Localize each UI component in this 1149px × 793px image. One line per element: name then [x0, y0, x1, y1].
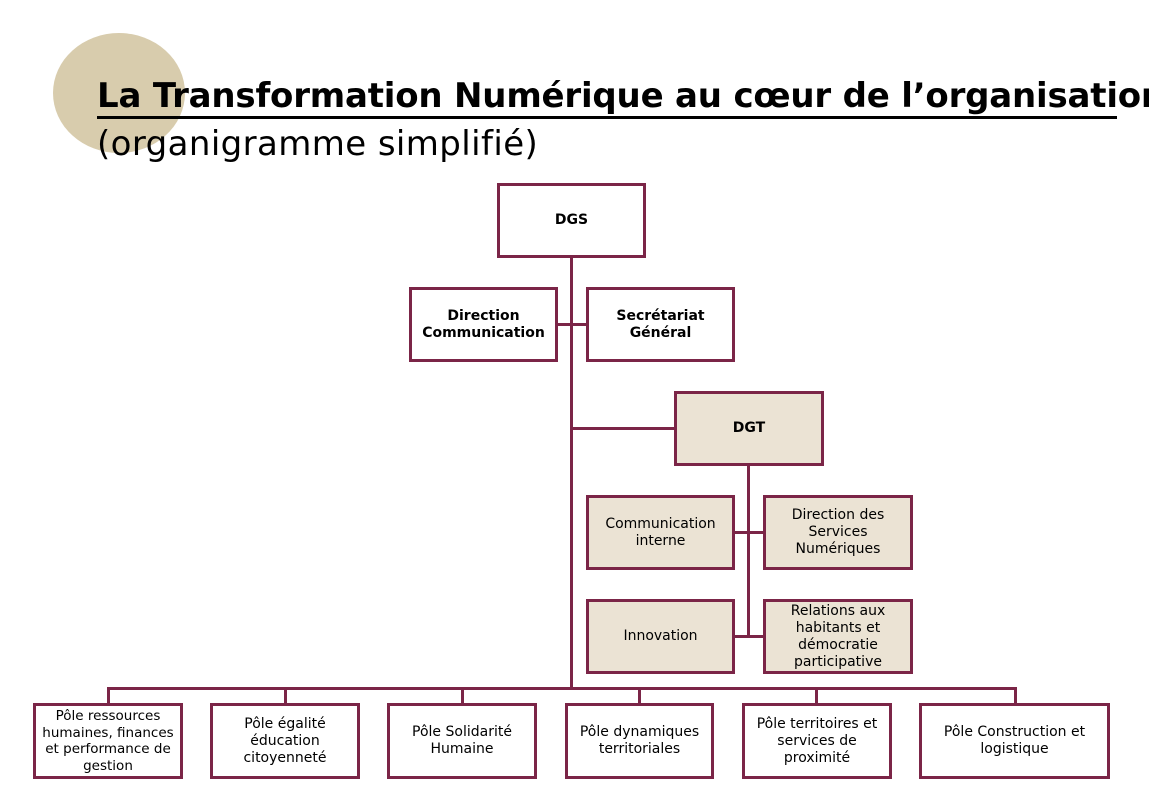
- node-secretariat-general-label: Secrétariat Général: [616, 307, 705, 341]
- node-direction-services-numeriques: Direction des Services Numériques: [763, 495, 913, 570]
- node-innovation-label: Innovation: [623, 628, 698, 644]
- connector-pole-4: [638, 688, 641, 706]
- connector-dgt-horizontal: [571, 427, 677, 430]
- node-secretariat-general: Secrétariat Général: [586, 287, 735, 362]
- connector-poles-bus: [107, 687, 1017, 690]
- node-dgs: DGS: [497, 183, 646, 258]
- pole-dynamiques-territoriales: Pôle dynamiques territoriales: [565, 703, 714, 779]
- node-communication-interne-label: Communication interne: [605, 515, 716, 549]
- pole-label: Pôle ressources humaines, finances et pe…: [42, 708, 174, 774]
- pole-territoires-proximite: Pôle territoires et services de proximit…: [742, 703, 892, 779]
- node-direction-communication: Direction Communication: [409, 287, 558, 362]
- connector-dgt-vertical: [747, 464, 750, 638]
- decorative-circle: [53, 33, 185, 153]
- connector-pole-5: [815, 688, 818, 706]
- page-title: La Transformation Numérique au cœur de l…: [97, 76, 1149, 116]
- connector-pole-6: [1014, 688, 1017, 706]
- node-dgs-label: DGS: [554, 212, 589, 228]
- pole-ressources-humaines: Pôle ressources humaines, finances et pe…: [33, 703, 183, 779]
- node-communication-interne: Communication interne: [586, 495, 735, 570]
- node-dgt-label: DGT: [732, 420, 766, 436]
- pole-label: Pôle territoires et services de proximit…: [756, 715, 878, 766]
- connector-dgt-row2: [732, 635, 766, 638]
- title-underline: [97, 116, 1117, 119]
- pole-solidarite-humaine: Pôle Solidarité Humaine: [387, 703, 537, 779]
- connector-staff-horizontal: [556, 323, 588, 326]
- node-dgt: DGT: [674, 391, 824, 466]
- node-relations-habitants: Relations aux habitants et démocratie pa…: [763, 599, 913, 674]
- connector-main-vertical: [570, 257, 573, 690]
- pole-label: Pôle dynamiques territoriales: [579, 724, 700, 757]
- node-innovation: Innovation: [586, 599, 735, 674]
- pole-construction-logistique: Pôle Construction et logistique: [919, 703, 1110, 779]
- node-relations-habitants-label: Relations aux habitants et démocratie pa…: [790, 602, 886, 670]
- connector-pole-2: [284, 688, 287, 706]
- pole-label: Pôle égalité éducation citoyenneté: [243, 715, 327, 766]
- connector-dgt-row1: [732, 531, 766, 534]
- node-direction-communication-label: Direction Communication: [422, 307, 545, 341]
- connector-pole-3: [461, 688, 464, 706]
- pole-label: Pôle Construction et logistique: [943, 724, 1086, 757]
- pole-label: Pôle Solidarité Humaine: [412, 724, 512, 757]
- pole-egalite-education: Pôle égalité éducation citoyenneté: [210, 703, 360, 779]
- node-direction-services-numeriques-label: Direction des Services Numériques: [791, 507, 885, 557]
- page-subtitle: (organigramme simplifié): [97, 124, 539, 164]
- connector-pole-1: [107, 688, 110, 706]
